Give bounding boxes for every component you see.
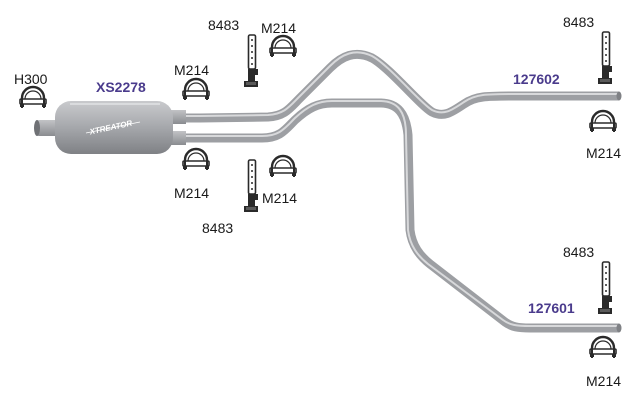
pipe-end-lower [616, 323, 622, 333]
clamp-icon [268, 154, 298, 179]
label-m214-lower-left: M214 [174, 185, 209, 201]
label-m214-upper-left: M214 [174, 62, 209, 78]
label-m214-right-lower: M214 [586, 373, 621, 389]
part-number-muffler: XS2278 [96, 79, 146, 95]
muffler-xs2278: XTREATOR [34, 101, 186, 154]
pipe-lower-127601 [172, 98, 619, 333]
pipe-end-upper [616, 91, 622, 101]
label-m214-lower: M214 [262, 190, 297, 206]
label-8483-right-lower: 8483 [563, 244, 594, 260]
exhaust-hanger-icon [597, 31, 613, 85]
label-8483-lower: 8483 [202, 220, 233, 236]
part-number-127601: 127601 [528, 300, 575, 316]
exhaust-hanger-icon [597, 261, 613, 315]
label-8483-right-upper: 8483 [563, 14, 594, 30]
clamp-icon [588, 335, 618, 360]
clamp-icon [18, 85, 48, 110]
label-h300: H300 [14, 71, 48, 87]
exhaust-hanger-icon [243, 34, 259, 88]
clamp-icon [268, 34, 298, 59]
exhaust-hanger-icon [243, 159, 259, 213]
label-m214-upper: M214 [261, 20, 296, 36]
label-8483-upper: 8483 [208, 17, 239, 33]
clamp-icon [181, 77, 211, 102]
clamp-icon [588, 109, 618, 134]
clamp-icon [181, 147, 211, 172]
label-m214-right-upper: M214 [586, 145, 621, 161]
part-number-127602: 127602 [513, 71, 560, 87]
pipe-upper-127602 [172, 49, 619, 123]
